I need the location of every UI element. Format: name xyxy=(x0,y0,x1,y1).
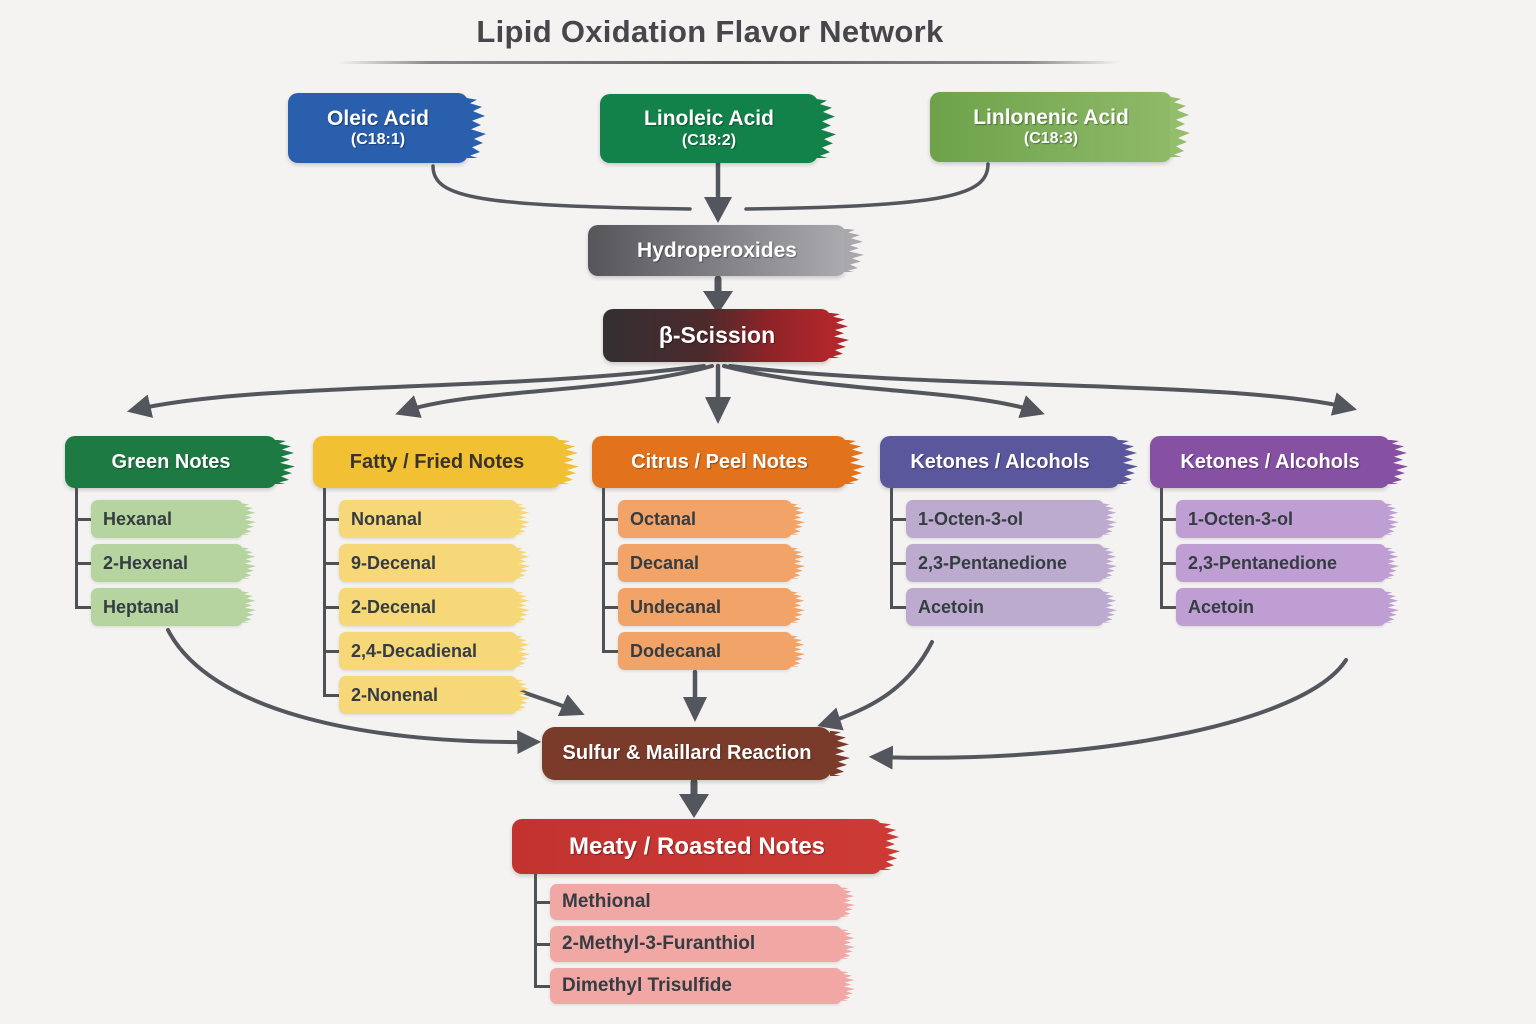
compound-item: Acetoin xyxy=(890,588,1104,626)
compound-item: Octanal xyxy=(602,500,792,538)
arrowhead-to-hydroperoxides xyxy=(704,197,732,223)
node-sulfur-maillard-reaction: Sulfur & Maillard Reaction xyxy=(542,727,832,780)
linoleic-acid-carbon: (C18:2) xyxy=(681,131,737,149)
arrowhead-to-sulfur xyxy=(683,697,707,722)
column-ketones-alcohols-1: Ketones / Alcohols 1-Octen-3-ol 2,3-Pent… xyxy=(880,436,1130,626)
column-ketones-alcohols-2: Ketones / Alcohols 1-Octen-3-ol 2,3-Pent… xyxy=(1150,436,1400,626)
ketones-alcohols-1-header-label: Ketones / Alcohols xyxy=(910,450,1090,473)
column-citrus-peel-notes: Citrus / Peel Notes Octanal Decanal Unde… xyxy=(592,436,857,670)
arrowhead-to-meaty xyxy=(679,794,709,818)
compound-item: Methional xyxy=(534,884,842,920)
oleic-acid-carbon: (C18:1) xyxy=(350,131,406,149)
title-underline xyxy=(338,61,1120,64)
citrus-peel-notes-header-label: Citrus / Peel Notes xyxy=(631,450,808,473)
beta-scission-label: β-Scission xyxy=(658,322,776,348)
ketones-alcohols-1-items: 1-Octen-3-ol 2,3-Pentanedione Acetoin xyxy=(890,488,1130,626)
ketones-alcohols-2-items: 1-Octen-3-ol 2,3-Pentanedione Acetoin xyxy=(1160,488,1400,626)
column-green-notes: Green Notes Hexanal 2-Hexenal Heptanal xyxy=(65,436,295,626)
compound-item: 9-Decenal xyxy=(323,544,517,582)
sulfur-maillard-label: Sulfur & Maillard Reaction xyxy=(562,742,812,764)
citrus-peel-notes-header: Citrus / Peel Notes xyxy=(592,436,847,488)
compound-item: Heptanal xyxy=(75,588,243,626)
column-meaty-roasted-notes: Methional 2-Methyl-3-Furanthiol Dimethyl… xyxy=(524,874,864,1004)
meaty-roasted-notes-header-label: Meaty / Roasted Notes xyxy=(568,832,826,860)
node-linoleic-acid: Linoleic Acid (C18:2) xyxy=(600,94,818,163)
linolenic-acid-carbon: (C18:3) xyxy=(1023,130,1079,148)
citrus-peel-notes-items: Octanal Decanal Undecanal Dodecanal xyxy=(602,488,857,670)
node-linolenic-acid: Linlonenic Acid (C18:3) xyxy=(930,92,1172,162)
compound-item: 2-Hexenal xyxy=(75,544,243,582)
beta-fanout-arrows xyxy=(126,364,1357,419)
compound-item: Hexanal xyxy=(75,500,243,538)
arrowhead-to-beta-scission xyxy=(703,291,733,314)
converge-to-sulfur-arrows xyxy=(166,628,1348,770)
compound-item: 1-Octen-3-ol xyxy=(890,500,1104,538)
compound-item: 2-Decenal xyxy=(323,588,517,626)
green-notes-header: Green Notes xyxy=(65,436,277,488)
green-notes-header-label: Green Notes xyxy=(111,450,231,473)
node-hydroperoxides: Hydroperoxides xyxy=(588,225,846,276)
compound-item: Acetoin xyxy=(1160,588,1386,626)
compound-item: 1-Octen-3-ol xyxy=(1160,500,1386,538)
node-beta-scission: β-Scission xyxy=(603,309,831,362)
linoleic-acid-label: Linoleic Acid xyxy=(644,107,774,131)
meaty-roasted-notes-header: Meaty / Roasted Notes xyxy=(512,819,882,874)
hydroperoxides-label: Hydroperoxides xyxy=(637,238,797,262)
compound-item: Undecanal xyxy=(602,588,792,626)
compound-item: 2-Methyl-3-Furanthiol xyxy=(534,926,842,962)
acid-converge-arrows xyxy=(431,160,990,211)
page-title: Lipid Oxidation Flavor Network xyxy=(476,14,944,49)
compound-item: 2,4-Decadienal xyxy=(323,632,517,670)
fatty-fried-notes-header-label: Fatty / Fried Notes xyxy=(349,450,525,473)
ketones-alcohols-1-header: Ketones / Alcohols xyxy=(880,436,1120,488)
node-oleic-acid: Oleic Acid (C18:1) xyxy=(288,93,468,163)
compound-item: 2,3-Pentanedione xyxy=(890,544,1104,582)
compound-item: Decanal xyxy=(602,544,792,582)
compound-item: 2-Nonenal xyxy=(323,676,517,714)
oleic-acid-label: Oleic Acid xyxy=(327,106,429,130)
meaty-roasted-notes-items: Methional 2-Methyl-3-Furanthiol Dimethyl… xyxy=(534,874,864,1004)
compound-item: Nonanal xyxy=(323,500,517,538)
green-notes-items: Hexanal 2-Hexenal Heptanal xyxy=(75,488,295,626)
ketones-alcohols-2-header: Ketones / Alcohols xyxy=(1150,436,1390,488)
compound-item: Dodecanal xyxy=(602,632,792,670)
fatty-fried-notes-header: Fatty / Fried Notes xyxy=(313,436,561,488)
arrowhead-to-citrus xyxy=(705,397,731,424)
column-fatty-fried-notes: Fatty / Fried Notes Nonanal 9-Decenal 2-… xyxy=(313,436,573,714)
compound-item: Dimethyl Trisulfide xyxy=(534,968,842,1004)
fatty-fried-notes-items: Nonanal 9-Decenal 2-Decenal 2,4-Decadien… xyxy=(323,488,573,714)
compound-item: 2,3-Pentanedione xyxy=(1160,544,1386,582)
ketones-alcohols-2-header-label: Ketones / Alcohols xyxy=(1180,450,1360,473)
linolenic-acid-label: Linlonenic Acid xyxy=(973,105,1129,129)
